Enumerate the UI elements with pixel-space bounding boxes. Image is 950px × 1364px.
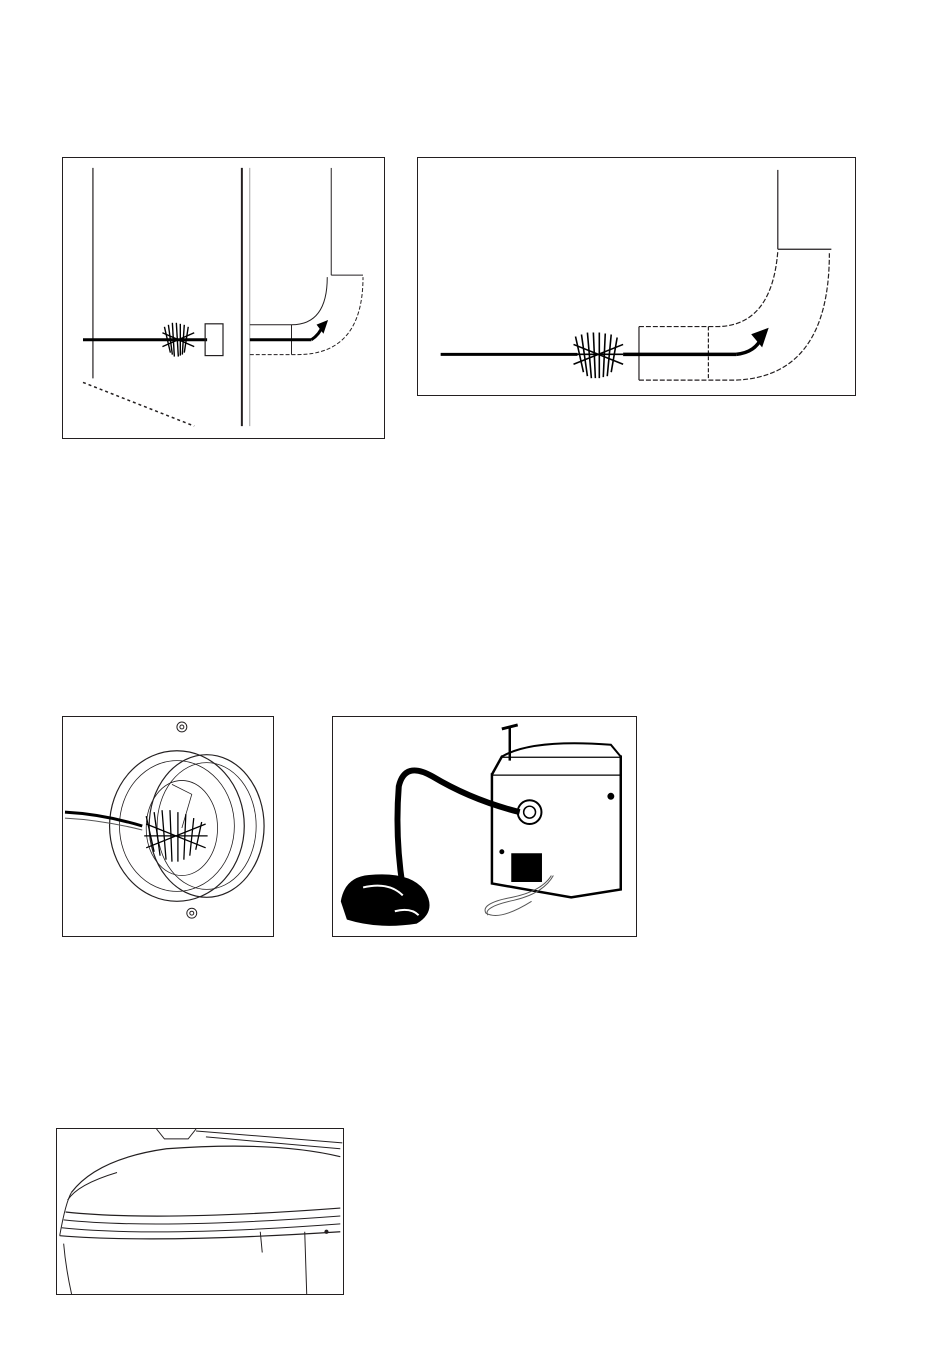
figure-brush-wall-pipe bbox=[62, 157, 385, 439]
vacuum-cleaning-unit-icon bbox=[333, 717, 636, 936]
brush-in-outlet-icon bbox=[63, 717, 273, 936]
brush-in-bent-pipe-icon bbox=[418, 158, 855, 395]
figure-brush-outlet bbox=[62, 716, 274, 937]
brush-in-pipe-side-view-icon bbox=[63, 158, 384, 438]
toilet-lid-icon bbox=[57, 1129, 343, 1294]
figure-brush-bent-pipe bbox=[417, 157, 856, 396]
figure-toilet-lid bbox=[56, 1128, 344, 1295]
figure-vacuum-unit bbox=[332, 716, 637, 937]
